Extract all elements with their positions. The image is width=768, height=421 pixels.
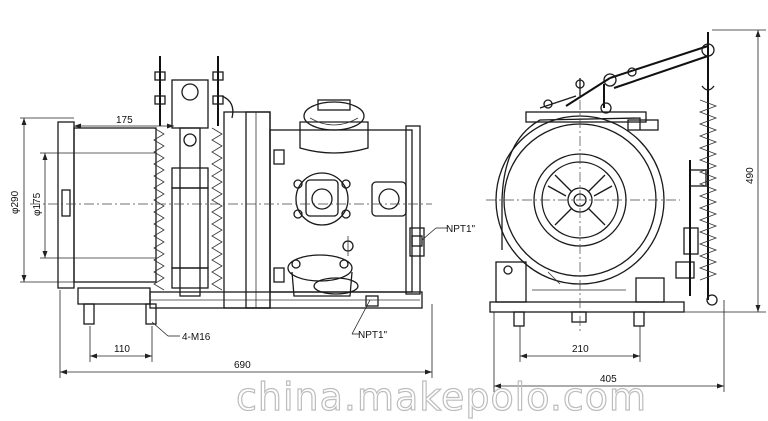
top-cap-lid [303, 101, 365, 131]
motor-end-cover [223, 111, 271, 309]
gearbox-end [405, 125, 421, 295]
drum-flange [57, 121, 75, 289]
brake-cylinder [171, 187, 209, 269]
dim-175-top: 175 [116, 115, 133, 126]
brake-drum [73, 127, 157, 283]
gearbox-body [269, 129, 413, 293]
dim-405: 405 [600, 374, 617, 385]
top-bearing-cap [299, 121, 369, 154]
central-flange [295, 172, 349, 226]
shaft-end [61, 189, 71, 217]
dim-dia-175: φ175 [32, 192, 43, 216]
housing-outline [501, 117, 641, 250]
side-view: 175 φ290 φ175 4-M16 110 690 NPT1" [10, 56, 476, 378]
npt-right: NPT1" [446, 224, 476, 235]
dim-490: 490 [745, 167, 756, 184]
dim-dia-290: φ290 [10, 190, 21, 214]
dim-110: 110 [114, 344, 130, 355]
base-left [77, 287, 151, 305]
dim-210: 210 [572, 344, 589, 355]
dim-bolts: 4-M16 [182, 332, 211, 343]
watermark: china.makepolo.com [236, 375, 647, 419]
brake-cylinder-top [171, 167, 209, 189]
end-base-plate [489, 301, 685, 313]
dim-690: 690 [234, 360, 251, 371]
side-port [371, 181, 407, 217]
brake-arm-top [171, 79, 209, 129]
npt-bottom: NPT1" [358, 330, 388, 341]
brake-lever [539, 45, 709, 114]
left-brake-spring [153, 127, 223, 291]
vertical-spring [675, 32, 718, 306]
brake-cylinder-bottom [171, 267, 209, 289]
brake-arm [179, 127, 201, 297]
end-view: 210 405 490 [486, 29, 766, 392]
